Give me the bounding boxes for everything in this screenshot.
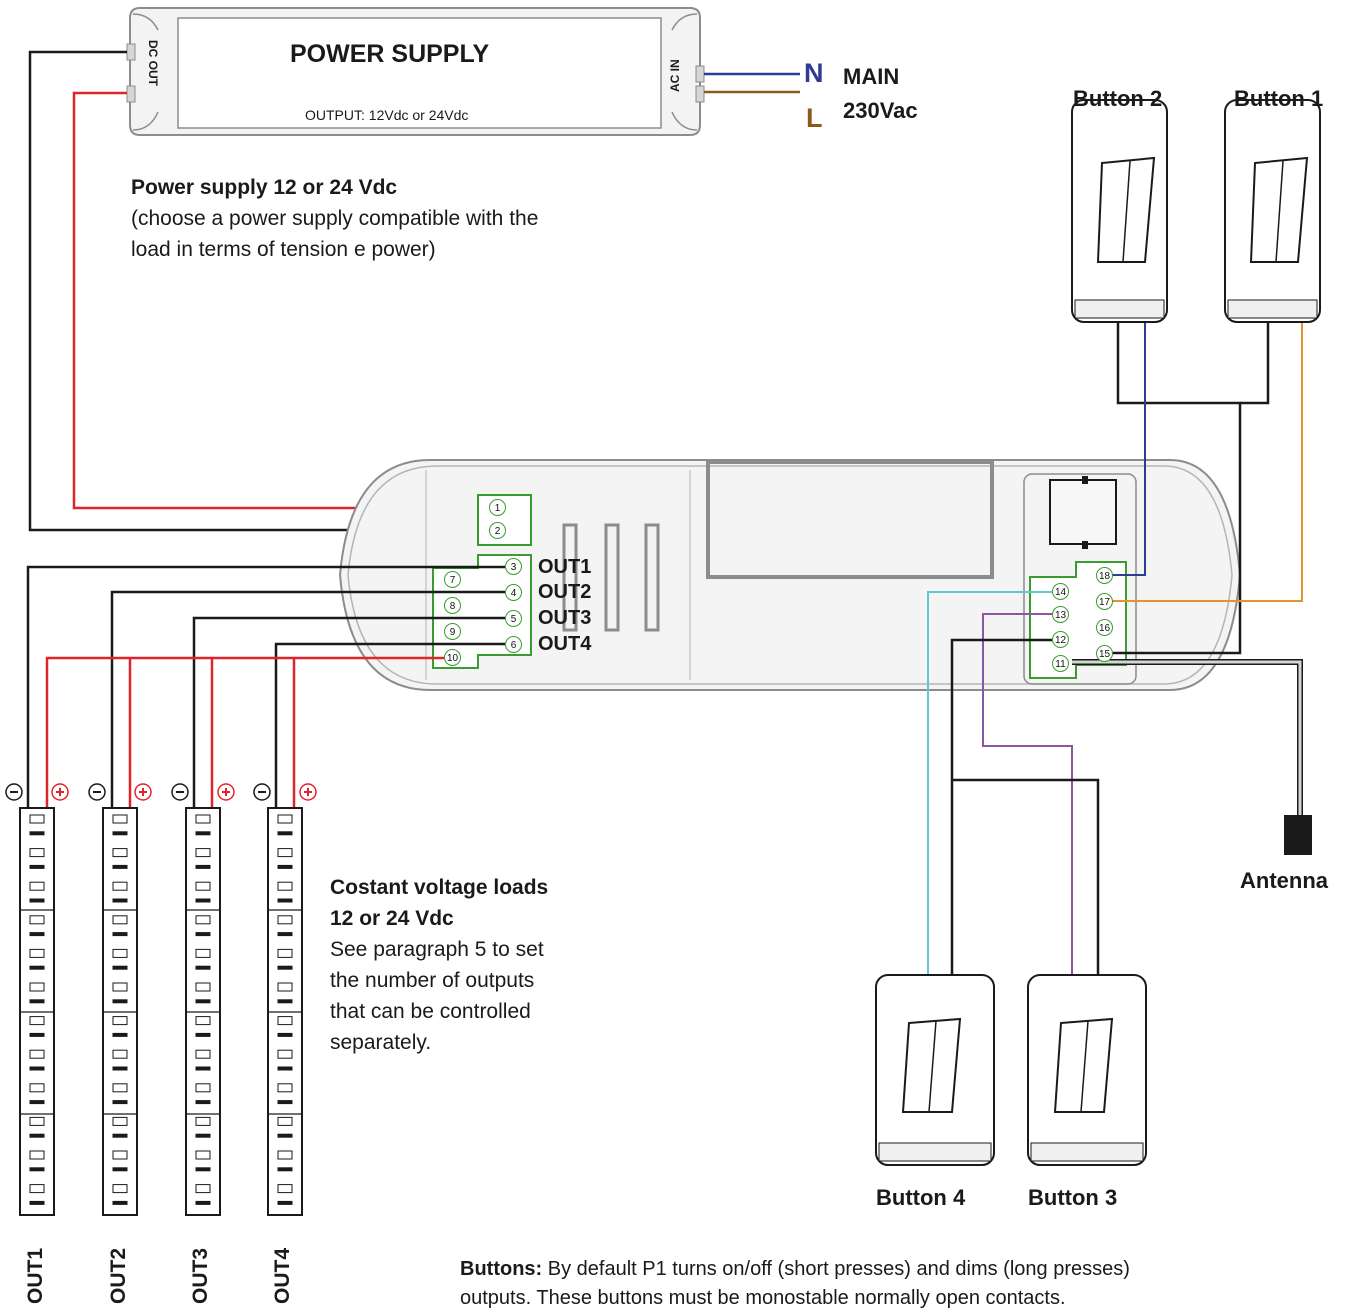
antenna-icon — [1284, 815, 1312, 855]
button4-wire — [927, 591, 1060, 975]
controller-out1-label: OUT1 — [538, 556, 592, 578]
footer-text-1: By default P1 turns on/off (short presse… — [542, 1258, 1130, 1280]
terminal-7: 7 — [444, 571, 461, 588]
button3-label: Button 3 — [1028, 1185, 1118, 1210]
terminal-3: 3 — [505, 558, 522, 575]
common-positive-wire — [45, 656, 455, 810]
led-strip-3 — [185, 807, 221, 1216]
button4-switch-icon — [875, 974, 995, 1166]
dc-out-label: DC OUT — [146, 40, 160, 86]
mains-label: MAIN — [843, 64, 900, 89]
led-strip-4 — [267, 807, 303, 1216]
loads-title-2: 12 or 24 Vdc — [330, 907, 454, 930]
terminal-9: 9 — [444, 623, 461, 640]
power-supply-caption-2: load in terms of tension e power) — [131, 238, 436, 261]
out4-wire — [274, 642, 505, 810]
button2-wire — [1105, 322, 1146, 576]
terminal-1: 1 — [489, 499, 506, 516]
led-strip-1 — [19, 807, 55, 1216]
loads-title-1: Costant voltage loads — [330, 876, 549, 899]
antenna-label: Antenna — [1240, 868, 1328, 893]
loads-line-2: the number of outputs — [330, 969, 535, 992]
button1-switch-icon — [1224, 99, 1321, 323]
terminal-11: 11 — [1052, 655, 1069, 672]
mains-voltage: 230Vac — [843, 98, 918, 123]
button2-label: Button 2 — [1073, 86, 1163, 111]
loads-line-1: See paragraph 5 to set — [330, 938, 544, 961]
power-supply-output: OUTPUT: 12Vdc or 24Vdc — [305, 107, 469, 123]
loads-line-4: separately. — [330, 1031, 432, 1054]
terminal-15: 15 — [1096, 645, 1113, 662]
led-strips — [19, 807, 303, 1216]
out2-wire — [110, 590, 505, 810]
button1-label: Button 1 — [1234, 86, 1324, 111]
button3-wire — [982, 613, 1073, 975]
out1-wire — [26, 565, 505, 810]
footer-line-1: Buttons: By default P1 turns on/off (sho… — [460, 1254, 1130, 1285]
button4-label: Button 4 — [876, 1185, 966, 1210]
neutral-label: N — [804, 58, 824, 88]
ac-in-label: AC IN — [668, 59, 682, 92]
terminal-18: 18 — [1096, 567, 1113, 584]
polarity-markers — [5, 783, 317, 801]
terminal-16: 16 — [1096, 619, 1113, 636]
terminal-17: 17 — [1096, 593, 1113, 610]
power-supply-caption-1: (choose a power supply compatible with t… — [131, 207, 539, 230]
strip-label-out3: OUT3 — [189, 1247, 212, 1304]
bottom-buttons-common-wire — [950, 638, 1060, 975]
terminal-6: 6 — [505, 636, 522, 653]
footer-bold: Buttons: — [460, 1258, 543, 1280]
loads-line-3: that can be controlled — [330, 1000, 531, 1023]
live-label: L — [806, 103, 823, 133]
controller-out3-label: OUT3 — [538, 607, 592, 629]
terminal-14: 14 — [1052, 583, 1069, 600]
footer-line-2: outputs. These buttons must be monostabl… — [460, 1287, 1066, 1309]
power-supply-title: POWER SUPPLY — [290, 40, 490, 68]
terminal-8: 8 — [444, 597, 461, 614]
terminal-4: 4 — [505, 584, 522, 601]
terminal-13: 13 — [1052, 606, 1069, 623]
controller-out2-label: OUT2 — [538, 581, 592, 603]
strip-label-out2: OUT2 — [107, 1247, 130, 1304]
terminal-12: 12 — [1052, 631, 1069, 648]
terminal-2: 2 — [489, 522, 506, 539]
out3-wire — [192, 616, 505, 810]
led-strip-2 — [102, 807, 138, 1216]
dc-negative-wire — [28, 50, 475, 532]
button1-wire — [1105, 322, 1303, 602]
strip-label-out1: OUT1 — [24, 1247, 47, 1304]
strip-label-out4: OUT4 — [271, 1247, 294, 1304]
terminal-5: 5 — [505, 610, 522, 627]
power-supply-box — [126, 7, 705, 136]
power-supply-caption-title: Power supply 12 or 24 Vdc — [131, 176, 398, 199]
dc-positive-wire — [72, 91, 475, 510]
button3-switch-icon — [1027, 974, 1147, 1166]
terminal-10: 10 — [444, 649, 461, 666]
controller-out4-label: OUT4 — [538, 633, 592, 655]
button2-switch-icon — [1071, 99, 1168, 323]
